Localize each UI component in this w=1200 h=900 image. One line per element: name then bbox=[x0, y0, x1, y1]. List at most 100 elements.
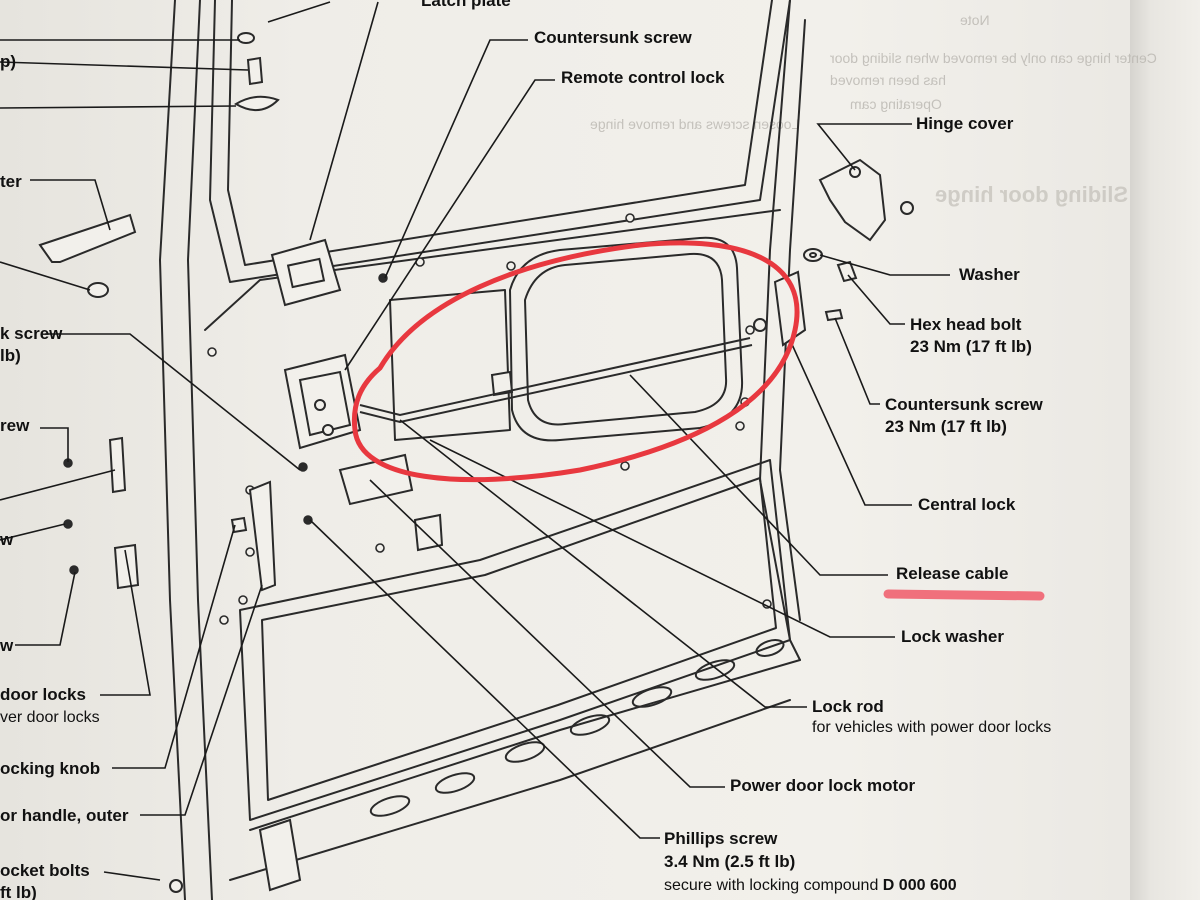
left-label-fragment: or handle, outer bbox=[0, 806, 129, 825]
lock-mechanism bbox=[314, 399, 326, 411]
leader-line bbox=[0, 469, 116, 501]
washer-part bbox=[809, 252, 817, 258]
lock-washer-label: Lock washer bbox=[901, 627, 1004, 646]
left-label-fragment: door locks bbox=[0, 685, 86, 704]
washer-label: Washer bbox=[959, 265, 1020, 284]
leader-line bbox=[15, 571, 76, 646]
leader-line bbox=[103, 871, 161, 881]
phillips-screw-part-number: D 000 600 bbox=[882, 877, 957, 894]
remote-control-lock-label: Remote control lock bbox=[561, 68, 725, 87]
connector-part bbox=[113, 543, 140, 590]
left-label-fragment: rew bbox=[0, 416, 30, 435]
release-cable-part bbox=[359, 344, 753, 424]
window-opening bbox=[524, 252, 728, 426]
leader-line bbox=[100, 549, 151, 696]
page-edge bbox=[1130, 0, 1200, 900]
release-cable-underline bbox=[883, 589, 1045, 601]
leader-line bbox=[789, 339, 912, 506]
leader-line bbox=[384, 39, 528, 279]
window-frame bbox=[227, 0, 773, 266]
latch-plate-label: Latch plate bbox=[421, 0, 511, 10]
mount-hole bbox=[506, 261, 516, 271]
washer-part bbox=[237, 32, 255, 44]
mount-hole bbox=[219, 615, 229, 625]
handle-part bbox=[38, 213, 137, 263]
left-label-fragment: ter bbox=[0, 172, 22, 191]
phillips-screw-note: secure with locking compound D 000 600 bbox=[664, 877, 957, 894]
panel-edge bbox=[204, 209, 781, 331]
hinge-cover-part bbox=[818, 158, 887, 242]
vent-slot bbox=[569, 714, 611, 736]
left-label-fragment: lb) bbox=[0, 346, 21, 365]
leader-line bbox=[369, 479, 725, 788]
hinge-cover-label: Hinge cover bbox=[916, 114, 1014, 133]
washer-part bbox=[87, 282, 109, 298]
leader-line bbox=[0, 523, 66, 541]
leader-line bbox=[112, 524, 236, 769]
leader-line bbox=[399, 419, 807, 708]
leader-line bbox=[45, 333, 301, 471]
screw-part bbox=[69, 565, 79, 575]
clip-part bbox=[413, 513, 444, 552]
panel-rib bbox=[229, 699, 791, 881]
phillips-screw-part bbox=[303, 515, 313, 525]
leader-line bbox=[267, 1, 331, 23]
leader-line bbox=[344, 79, 555, 371]
mount-hole bbox=[245, 547, 255, 557]
leader-line bbox=[30, 179, 111, 231]
vent-slot bbox=[755, 639, 785, 657]
bracket-part bbox=[108, 436, 127, 494]
mount-hole bbox=[238, 595, 248, 605]
left-label-fragment: w bbox=[0, 530, 14, 549]
lock-rod-part bbox=[359, 337, 751, 417]
cap-part bbox=[234, 95, 280, 111]
door-frame bbox=[187, 0, 213, 900]
phillips-screw-torque: 3.4 Nm (2.5 ft lb) bbox=[664, 852, 796, 871]
lock-mechanism bbox=[322, 424, 334, 436]
release-cable-label: Release cable bbox=[896, 564, 1009, 583]
power-door-lock-motor-label: Power door lock motor bbox=[730, 776, 916, 795]
phillips-screw-label: Phillips screw bbox=[664, 829, 778, 848]
countersunk-screw-part bbox=[378, 273, 388, 283]
leader-line bbox=[40, 427, 69, 462]
vent-slot bbox=[434, 772, 476, 794]
countersunk-screw-part bbox=[824, 308, 844, 322]
latch-plate bbox=[286, 257, 326, 289]
leader-line bbox=[819, 254, 950, 276]
lower-panel bbox=[249, 659, 801, 831]
leader-line bbox=[429, 439, 895, 638]
left-label-fragment: ocking knob bbox=[0, 759, 101, 778]
leader-line bbox=[847, 274, 905, 325]
hinge-cover-part bbox=[849, 166, 861, 178]
screw-part bbox=[63, 519, 73, 529]
leader-line bbox=[0, 61, 249, 71]
mount-hole bbox=[625, 213, 635, 223]
mount-hole bbox=[735, 421, 745, 431]
clip-part bbox=[490, 370, 514, 397]
lock-rod-label: Lock rod bbox=[812, 697, 884, 716]
central-lock-label: Central lock bbox=[918, 495, 1016, 514]
left-label-fragment: ocket bolts bbox=[0, 861, 90, 880]
vent-slot bbox=[631, 686, 673, 708]
leader-line bbox=[309, 519, 660, 839]
left-label-fragment: w bbox=[0, 636, 14, 655]
countersunk-screw-right-torque: 23 Nm (17 ft lb) bbox=[885, 417, 1007, 436]
mount-hole bbox=[620, 461, 630, 471]
vent-slot bbox=[694, 659, 736, 681]
central-lock-part bbox=[753, 318, 767, 332]
hinge-cover-part bbox=[900, 201, 914, 215]
hinge-part bbox=[258, 818, 302, 892]
leader-line bbox=[0, 105, 237, 109]
countersunk-screw-label: Countersunk screw bbox=[534, 28, 692, 47]
countersunk-screw-right-label: Countersunk screw bbox=[885, 395, 1043, 414]
screw-part bbox=[298, 462, 308, 472]
vent-slot bbox=[369, 795, 411, 817]
bolt-part bbox=[169, 879, 183, 893]
window-frame bbox=[209, 0, 791, 283]
window-opening bbox=[509, 236, 744, 442]
leader-line bbox=[816, 123, 912, 171]
door-frame bbox=[159, 0, 186, 900]
mount-hole bbox=[375, 543, 385, 553]
